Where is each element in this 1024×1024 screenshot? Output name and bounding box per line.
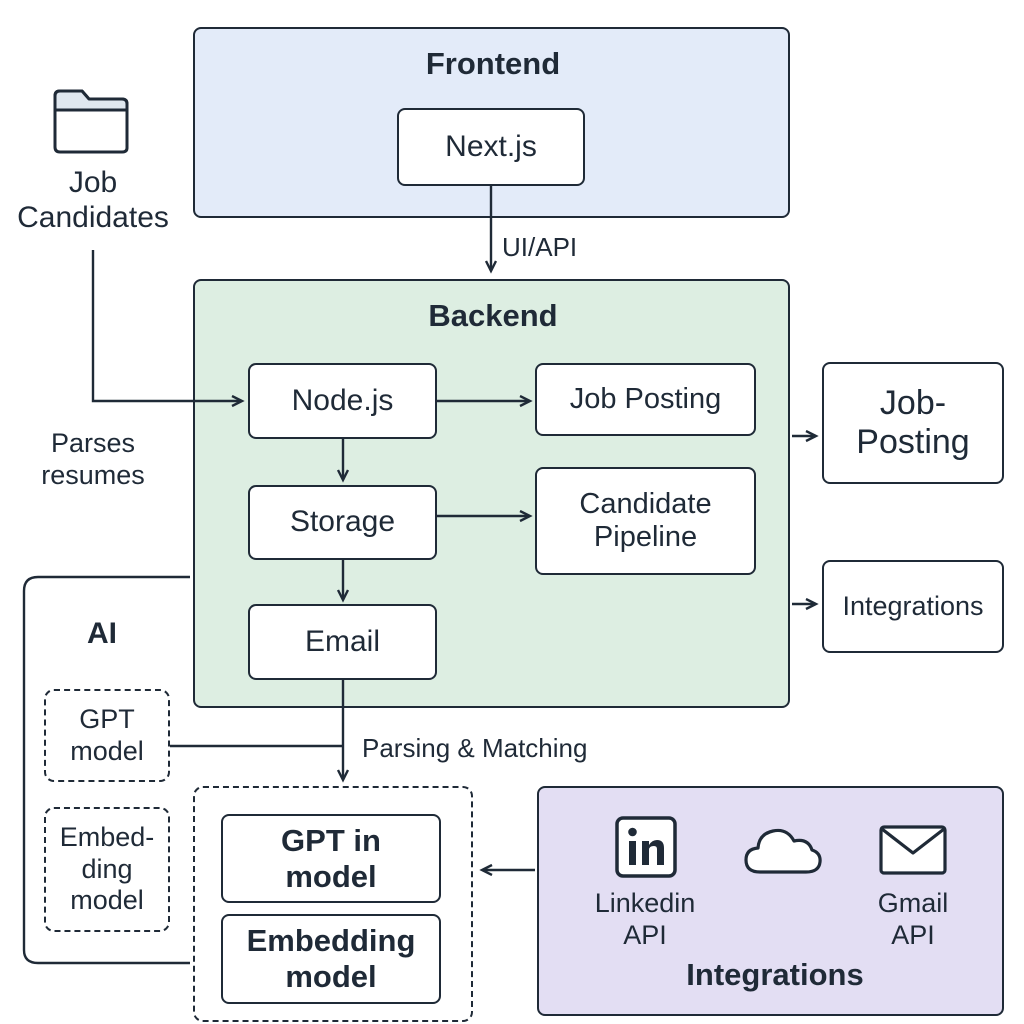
- linkedin-api-line2: API: [623, 919, 667, 950]
- ai-bracket: [22, 575, 190, 965]
- nodejs-label: Node.js: [291, 383, 394, 417]
- job-posting-output-line1: Job-: [879, 383, 947, 422]
- models-group: [193, 786, 473, 1022]
- gpt-in-model-node[interactable]: GPT in model: [221, 814, 441, 903]
- gmail-api-label: Gmail API: [848, 888, 978, 952]
- email-label: Email: [304, 624, 380, 658]
- ai-gpt-model[interactable]: GPT model: [44, 689, 170, 782]
- job-candidates-label: Job Candidates: [0, 165, 186, 236]
- storage-label: Storage: [289, 505, 396, 539]
- gmail-api-line2: API: [891, 919, 935, 950]
- linkedin-api-line1: Linkedin: [594, 888, 696, 918]
- parses-resumes-note: Parses resumes: [18, 428, 168, 492]
- job-candidates-line2: Candidates: [17, 201, 169, 235]
- ai-emb-line2: ding: [81, 853, 133, 884]
- integrations-output-label: Integrations: [842, 590, 984, 621]
- parses-resumes-line2: resumes: [41, 459, 145, 490]
- job-candidates-line1: Job: [68, 166, 118, 199]
- ai-emb-line3: model: [70, 885, 144, 916]
- embedding-model-line1: Embedding: [246, 923, 416, 959]
- integrations-panel: [537, 786, 1004, 1016]
- folder-icon: [53, 89, 129, 154]
- embedding-model-line2: model: [285, 959, 377, 994]
- gmail-api-line1: Gmail: [877, 888, 949, 918]
- ai-title: AI: [87, 617, 117, 650]
- parses-resumes-line1: Parses: [50, 428, 136, 458]
- job-posting-node[interactable]: Job Posting: [535, 363, 756, 436]
- candidate-pipeline-line1: Candidate: [579, 487, 712, 520]
- ai-embedding-model[interactable]: Embed- ding model: [44, 807, 170, 932]
- integrations-title: Integrations: [686, 957, 864, 992]
- embedding-model-node[interactable]: Embedding model: [221, 914, 441, 1004]
- nodejs-node[interactable]: Node.js: [248, 363, 437, 439]
- linkedin-api-label: Linkedin API: [570, 888, 720, 952]
- job-posting-output-line2: Posting: [856, 423, 970, 461]
- email-node[interactable]: Email: [248, 604, 437, 680]
- job-posting-output-node[interactable]: Job- Posting: [822, 362, 1004, 484]
- ai-gpt-line1: GPT: [79, 703, 135, 734]
- gpt-in-model-line1: GPT in: [281, 822, 381, 858]
- integrations-output-node[interactable]: Integrations: [822, 560, 1004, 653]
- linkedin-icon: [615, 816, 677, 878]
- storage-node[interactable]: Storage: [248, 485, 437, 560]
- nextjs-node[interactable]: Next.js: [397, 108, 585, 186]
- backend-title: Backend: [428, 298, 558, 333]
- gpt-in-model-line2: model: [285, 858, 377, 894]
- cloud-icon: [744, 828, 822, 874]
- candidate-pipeline-node[interactable]: Candidate Pipeline: [535, 467, 756, 575]
- mail-icon: [879, 825, 947, 875]
- candidate-pipeline-line2: Pipeline: [593, 521, 698, 553]
- ai-emb-line1: Embed-: [59, 821, 155, 852]
- job-posting-label: Job Posting: [569, 382, 722, 415]
- ui-api-label: UI/API: [502, 232, 578, 262]
- edge-candidates-to-nodejs: [91, 250, 242, 401]
- parsing-matching-label: Parsing & Matching: [362, 733, 588, 763]
- frontend-title: Frontend: [425, 46, 561, 81]
- nextjs-label: Next.js: [445, 129, 537, 163]
- ai-gpt-line2: model: [70, 735, 144, 766]
